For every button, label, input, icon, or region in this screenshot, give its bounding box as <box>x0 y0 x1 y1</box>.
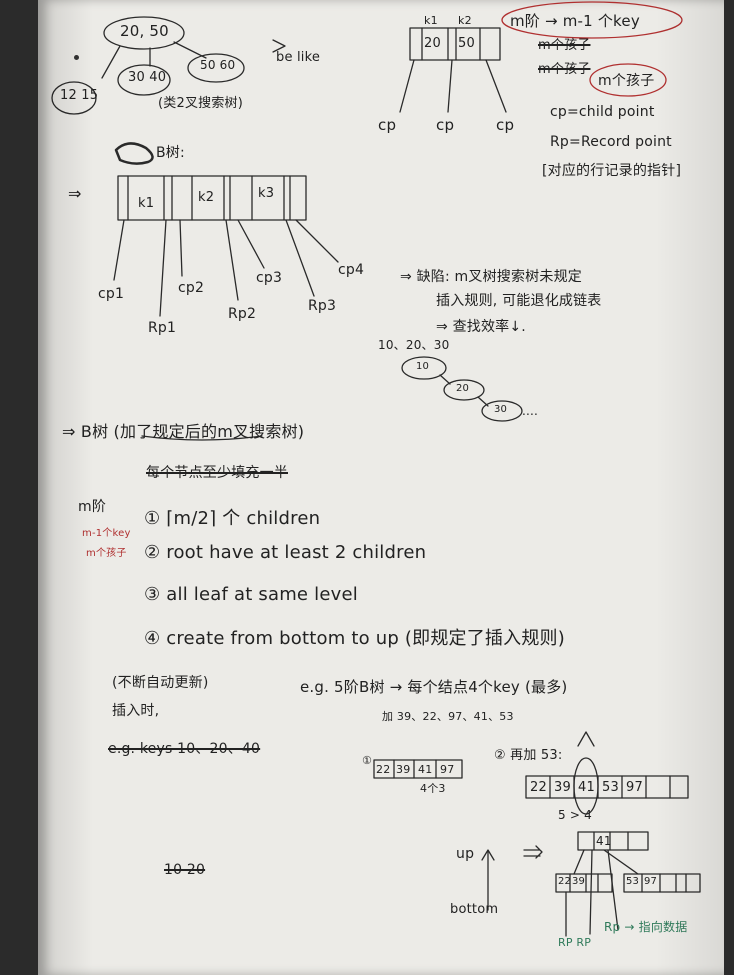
btree-side-children: m个孩子 <box>86 548 127 559</box>
btree-side-keys: m-1个key <box>82 528 131 539</box>
rp-note: [对应的行记录的指针] <box>542 163 682 179</box>
example-step2-key-4: 53 <box>602 780 619 795</box>
binder-hole <box>74 55 79 60</box>
m-order-keys-note: m阶 → m-1 个key <box>510 12 640 30</box>
chain-node-1: 10 <box>416 361 430 372</box>
btree-rule-2: ② root have at least 2 children <box>144 542 427 563</box>
drawback-line-2: 插入规则, 可能退化成链表 <box>436 293 602 309</box>
big-node-key-2: k2 <box>198 190 215 205</box>
big-node-rp1: Rp1 <box>148 320 177 336</box>
cp-definition: cp=child point <box>550 104 655 120</box>
tree-caption: (类2叉搜索树) <box>158 96 244 111</box>
example-root-key: 41 <box>596 834 612 848</box>
example-keys-line: 加 39、22、97、41、53 <box>382 710 514 723</box>
example-step1-label: ① <box>362 754 373 767</box>
big-node-cp2: cp2 <box>178 280 205 296</box>
big-node-rp3: Rp3 <box>308 298 337 314</box>
insert-sub: 插入时, <box>112 703 160 719</box>
example-title: e.g. 5阶B树 → 每个结点4个key (最多) <box>300 678 568 696</box>
btree-struck-note: 每个节点至少填充一半 <box>146 465 288 481</box>
big-node-rp2: Rp2 <box>228 306 257 322</box>
tree-leaf-2: 30 40 <box>128 70 167 85</box>
node-key-1: 20 <box>424 36 441 51</box>
node-pointer-2: cp <box>436 116 455 134</box>
example-leaf-left-key-2: 39 <box>572 876 586 887</box>
m-order-struck-2: m个孩子 <box>538 62 591 77</box>
example-rp-note: Rp → 指向数据 <box>604 920 688 934</box>
example-step2-key-2: 39 <box>554 780 571 795</box>
example-up-label: up <box>456 846 475 862</box>
example-leaf-right-key-1: 53 <box>626 876 640 887</box>
btree-scribble-label: B树: <box>156 145 185 161</box>
node-k1-label: k1 <box>424 14 438 27</box>
example-step1-note: 4个3 <box>420 782 446 795</box>
example-step1-key-1: 22 <box>376 763 391 776</box>
btree-rule-3: ③ all leaf at same level <box>144 584 358 605</box>
example-step2-note: 5 > 4 <box>558 808 592 822</box>
node-pointer-3: cp <box>496 116 515 134</box>
example-step1-key-3: 41 <box>418 763 433 776</box>
example-leaf-left-key-1: 22 <box>558 876 572 887</box>
example-bottom-label: bottom <box>450 902 499 917</box>
big-node-cp1: cp1 <box>98 286 125 302</box>
big-node-key-1: k1 <box>138 196 155 211</box>
notebook-page: 20, 50 12 15 30 40 50 60 (类2叉搜索树) be lik… <box>38 0 724 975</box>
sketch-layer <box>51 1 701 937</box>
btree-heading: ⇒ B树 (加了规定后的m叉搜索树) <box>62 422 305 441</box>
example-step1-key-2: 39 <box>396 763 411 776</box>
btree-rule-4: ④ create from bottom to up (即规定了插入规则) <box>144 628 565 649</box>
big-node-key-3: k3 <box>258 186 275 201</box>
example-step2-label: ② 再加 53: <box>494 748 563 763</box>
chain-node-2: 20 <box>456 383 470 394</box>
tree-leaf-1: 12 15 <box>60 88 99 103</box>
example-step2-key-1: 22 <box>530 780 547 795</box>
m-order-children: m个孩子 <box>598 73 655 89</box>
tree-leaf-3: 50 60 <box>200 58 236 72</box>
rp-definition: Rp=Record point <box>550 134 672 150</box>
chain-ellipsis: .... <box>522 404 539 418</box>
drawback-line-3: ⇒ 查找效率↓. <box>436 319 526 335</box>
example-leaf-right-key-2: 97 <box>644 876 658 887</box>
chain-node-3: 30 <box>494 404 508 415</box>
chain-label: 10、20、30 <box>378 338 450 352</box>
btree-m-label: m阶 <box>78 499 107 515</box>
example-rp-labels: RP RP <box>558 936 592 949</box>
big-node-cp4: cp4 <box>338 262 365 278</box>
node-key-2: 50 <box>458 36 475 51</box>
node-k2-label: k2 <box>458 14 472 27</box>
example-step2-key-3: 41 <box>578 780 595 795</box>
btree-rule-1: ① ⌈m/2⌉ 个 children <box>144 508 321 529</box>
be-like-label: be like <box>276 50 321 65</box>
insert-struck-keys: e.g. keys 10、20、40 <box>108 741 261 757</box>
big-node-cp3: cp3 <box>256 270 283 286</box>
big-node-arrow: ⇒ <box>68 184 82 203</box>
drawback-line-1: ⇒ 缺陷: m叉树搜索树未规定 <box>400 269 582 285</box>
m-order-struck-1: m个孩子 <box>538 38 591 53</box>
insert-struck-values: 10 20 <box>164 862 206 878</box>
insert-title: (不断自动更新) <box>112 675 209 691</box>
tree-root-keys: 20, 50 <box>120 22 169 40</box>
node-pointer-1: cp <box>378 116 397 134</box>
example-step2-key-5: 97 <box>626 780 643 795</box>
example-step1-key-4: 97 <box>440 763 455 776</box>
